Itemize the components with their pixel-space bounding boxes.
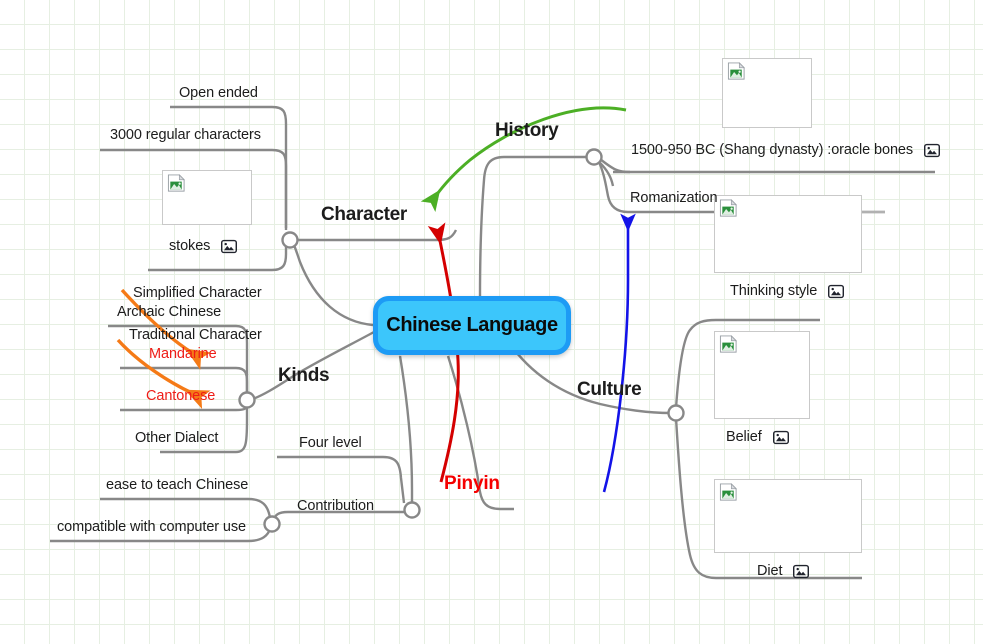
- junction-history: [585, 148, 603, 166]
- node-belief-label: Belief: [726, 429, 762, 446]
- junction-culture: [667, 404, 685, 422]
- image-placeholder-thinking-style[interactable]: [714, 195, 862, 273]
- node-belief[interactable]: Belief: [726, 430, 789, 445]
- broken-image-icon: [167, 174, 186, 192]
- node-romanization[interactable]: Romanization: [630, 190, 718, 206]
- branch-label-contribution[interactable]: Contribution: [297, 498, 374, 514]
- branch-label-culture[interactable]: Culture: [577, 379, 642, 400]
- node-oracle-bones[interactable]: 1500-950 BC (Shang dynasty) :oracle bone…: [631, 142, 941, 159]
- node-archaic-chinese[interactable]: Archaic Chinese: [117, 304, 222, 320]
- branch-label-pinyin[interactable]: Pinyin: [444, 473, 500, 494]
- junction-contribution-sub: [263, 515, 281, 533]
- branch-label-character[interactable]: Character: [321, 204, 408, 225]
- node-four-level[interactable]: Four level: [299, 435, 362, 451]
- junction-kinds: [238, 391, 256, 409]
- node-cantonese[interactable]: Cantonese: [146, 388, 216, 404]
- node-open-ended[interactable]: Open ended: [179, 85, 258, 101]
- node-stokes-label: stokes: [169, 238, 211, 255]
- branch-label-kinds[interactable]: Kinds: [278, 365, 330, 386]
- root-node[interactable]: Chinese Language: [373, 296, 571, 355]
- image-icon: [221, 239, 238, 254]
- image-icon: [793, 564, 810, 579]
- image-placeholder-oracle-bones[interactable]: [722, 58, 812, 128]
- node-3000-regular-characters[interactable]: 3000 regular characters: [110, 127, 261, 143]
- branch-label-history[interactable]: History: [495, 120, 559, 141]
- node-diet[interactable]: Diet: [757, 563, 810, 580]
- character-annotation-arrow: [427, 222, 460, 483]
- node-mandarine[interactable]: Mandarine: [149, 346, 217, 362]
- node-thinking-style-label: Thinking style: [730, 283, 818, 300]
- node-diet-label: Diet: [757, 563, 783, 580]
- junction-character: [281, 231, 299, 249]
- node-simplified-character[interactable]: Simplified Character: [133, 285, 262, 301]
- node-oracle-bones-label: 1500-950 BC (Shang dynasty) :oracle bone…: [631, 142, 914, 159]
- root-node-label: Chinese Language: [386, 314, 558, 336]
- node-thinking-style[interactable]: Thinking style: [730, 283, 845, 300]
- node-traditional-character[interactable]: Traditional Character: [129, 327, 262, 343]
- node-compatible-with-computer-use[interactable]: compatible with computer use: [57, 519, 247, 535]
- broken-image-icon: [719, 483, 738, 501]
- node-stokes[interactable]: stokes: [169, 238, 238, 255]
- image-icon: [924, 143, 941, 158]
- broken-image-icon: [719, 335, 738, 353]
- image-icon: [772, 430, 789, 445]
- image-placeholder-belief[interactable]: [714, 331, 810, 419]
- broken-image-icon: [727, 62, 746, 80]
- image-icon: [828, 284, 845, 299]
- image-placeholder-stokes[interactable]: [162, 170, 252, 225]
- broken-image-icon: [719, 199, 738, 217]
- junction-contribution: [403, 501, 421, 519]
- node-ease-to-teach-chinese[interactable]: ease to teach Chinese: [106, 477, 249, 493]
- node-other-dialect[interactable]: Other Dialect: [135, 430, 219, 446]
- image-placeholder-diet[interactable]: [714, 479, 862, 553]
- culture-annotation-arrow: [602, 213, 636, 493]
